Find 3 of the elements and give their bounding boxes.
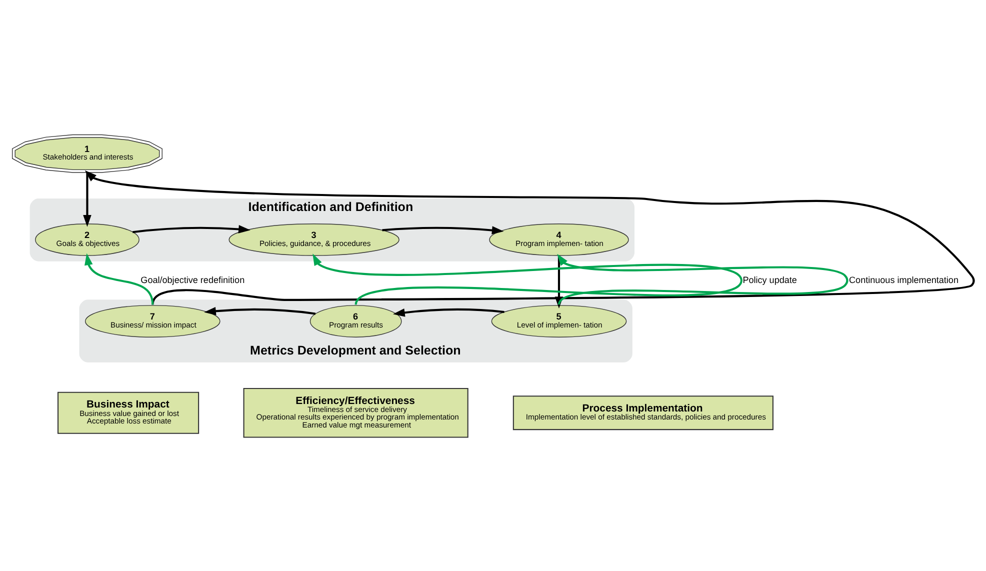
edge-label: Policy update — [742, 274, 797, 284]
edge-label: Goal/objective redefinition — [140, 274, 245, 284]
edge-label: Continuous implementation — [849, 274, 958, 284]
